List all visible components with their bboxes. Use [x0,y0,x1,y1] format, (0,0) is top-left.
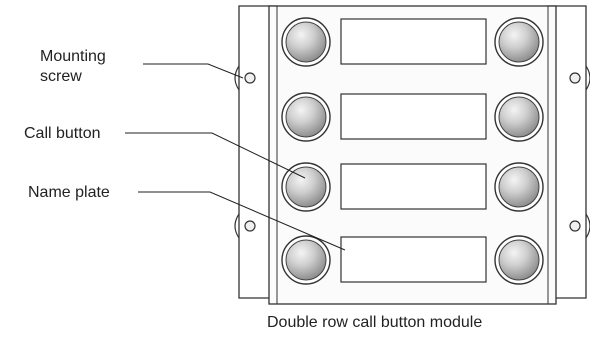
mounting-screw-top-left [244,72,256,84]
label-mounting-screw: Mounting screw [40,48,106,85]
call-button-right [494,162,544,212]
label-call-button: Call button [24,125,101,142]
diagram-caption: Double row call button module [267,314,483,331]
leader-line-call-button [125,132,306,179]
leader-line-name-plate [138,191,346,251]
call-button-left [281,162,331,212]
name-plate [340,93,487,140]
call-button-left [281,17,331,67]
label-name-plate: Name plate [28,184,110,201]
mounting-screw-bottom-left [244,220,256,232]
call-button-left [281,235,331,285]
call-button-right [494,235,544,285]
call-button-right [494,92,544,142]
name-plate [340,163,487,210]
leader-line-mounting-screw [143,63,244,79]
call-button-left [281,92,331,142]
name-plate [340,18,487,65]
button-rows [281,17,544,285]
call-button-right [494,17,544,67]
mounting-screw-bottom-right [569,220,581,232]
mounting-screw-top-right [569,72,581,84]
name-plate [340,236,487,283]
